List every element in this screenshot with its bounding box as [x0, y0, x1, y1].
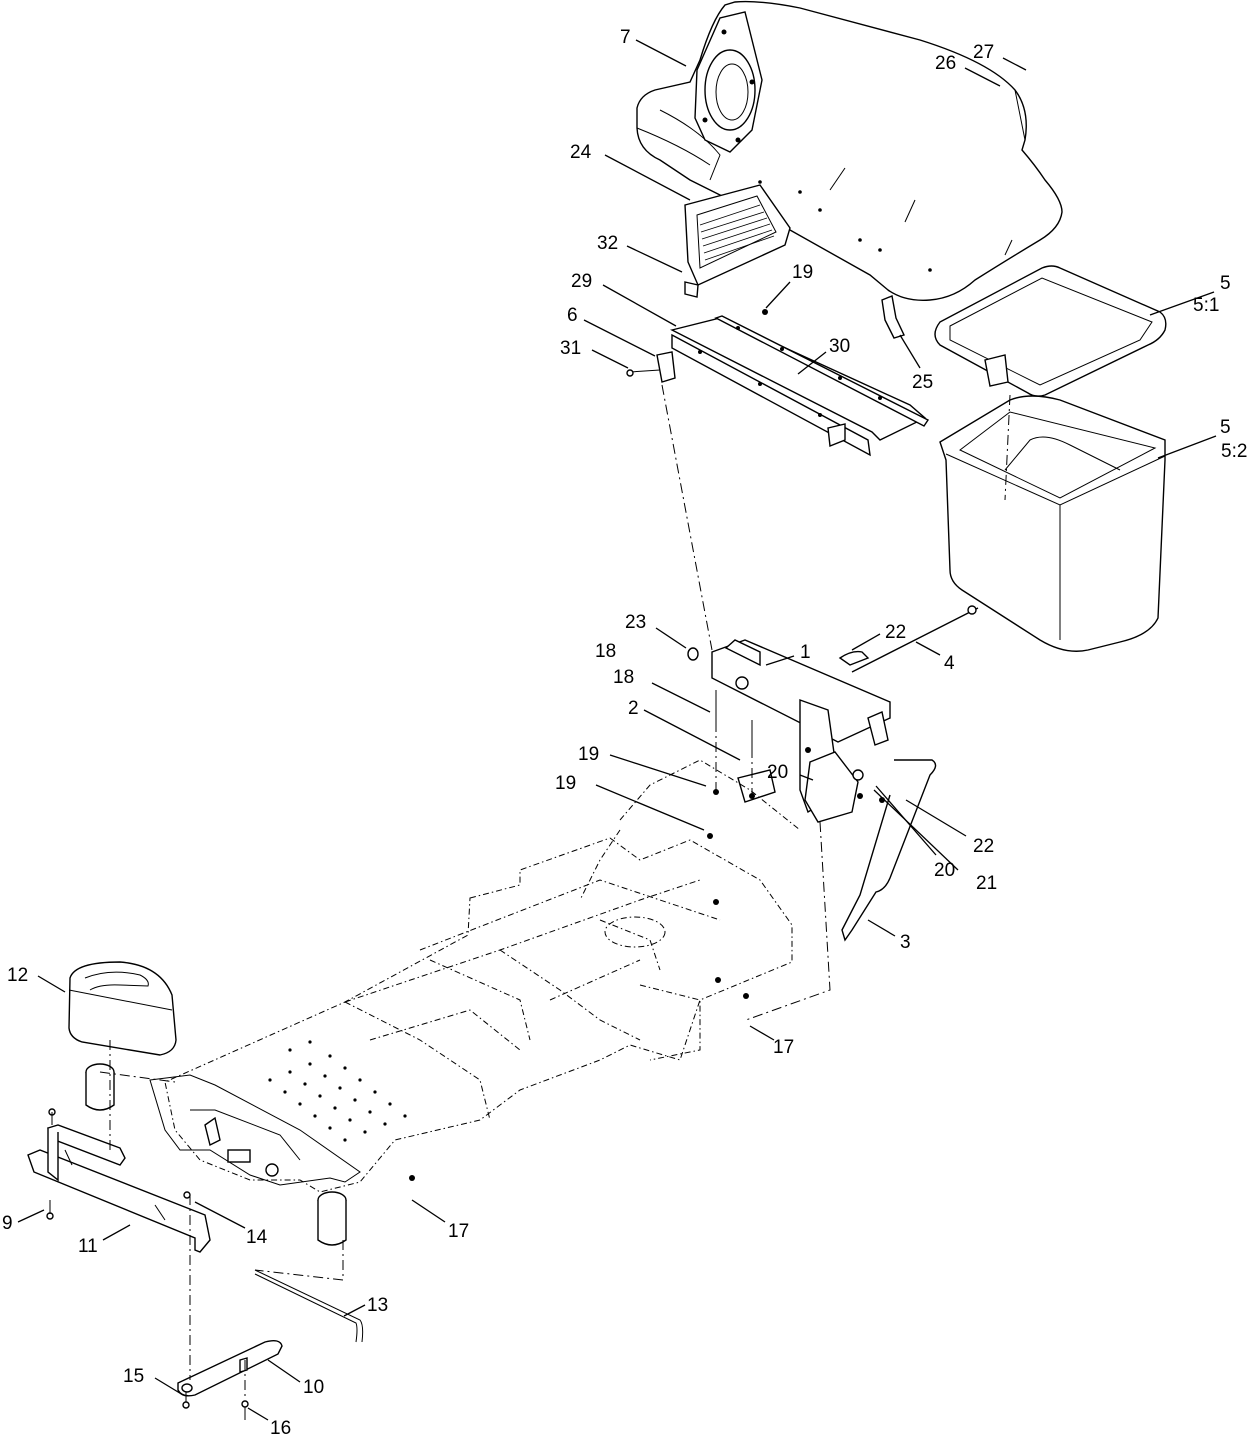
- callout-6: 6: [567, 305, 578, 326]
- callout-4: 4: [944, 653, 955, 674]
- callout-30: 30: [829, 336, 850, 357]
- callout-11: 11: [78, 1236, 98, 1257]
- callout-5-1: 5:1: [1193, 295, 1219, 316]
- callout-2: 2: [628, 698, 639, 719]
- bag-part: [939, 395, 1166, 652]
- callout-24: 24: [570, 142, 592, 163]
- callout-29: 29: [571, 271, 592, 292]
- hood-cover-part: [636, 0, 1063, 301]
- callout-27: 27: [973, 42, 994, 63]
- screen-part: [684, 184, 791, 298]
- callout-5-2: 5:2: [1221, 441, 1247, 462]
- callout-23: 23: [625, 612, 646, 633]
- callout-21: 21: [976, 873, 997, 894]
- hitch-bracket-part: [711, 605, 979, 942]
- callout-10: 10: [303, 1377, 324, 1398]
- bag-frame-part: [934, 265, 1167, 397]
- callout-17-left: 17: [448, 1221, 469, 1242]
- callout-15: 15: [123, 1366, 144, 1387]
- callout-22-lower: 22: [973, 836, 994, 857]
- callout-32: 32: [597, 233, 618, 254]
- assembly-lines: [99, 384, 1011, 1400]
- callout-18-upper: 18: [595, 641, 616, 662]
- mount-bracket-part: [626, 309, 930, 457]
- callout-31: 31: [560, 338, 581, 359]
- callout-25: 25: [912, 372, 933, 393]
- hardware-items: [409, 647, 885, 1181]
- callout-22-upper: 22: [885, 622, 906, 643]
- leader-lines: [17, 39, 1217, 1421]
- callout-20-lower: 20: [934, 860, 955, 881]
- rod-part: [254, 1269, 364, 1343]
- callout-3: 3: [900, 932, 911, 953]
- callout-labels: 7 27 26 24 32 19 29 6 30 31 25 5 5:1 5 5…: [2, 27, 1247, 1439]
- callout-14: 14: [246, 1227, 268, 1248]
- callout-9: 9: [2, 1213, 13, 1234]
- callout-7: 7: [620, 27, 631, 48]
- callout-1: 1: [800, 642, 811, 663]
- mower-frame-phantom: [149, 759, 801, 1193]
- latch-part: [881, 295, 905, 339]
- link-part: [177, 1339, 283, 1420]
- deck-holes: [268, 1040, 407, 1142]
- caster-mounts: [85, 1063, 347, 1246]
- weight-bracket-part: [27, 1108, 211, 1253]
- weight-part: [68, 961, 177, 1056]
- callout-17-right: 17: [773, 1037, 794, 1058]
- callout-19: 19: [792, 262, 813, 283]
- callout-16: 16: [270, 1418, 291, 1439]
- callout-19-mid: 19: [578, 744, 599, 765]
- callout-5-frame: 5: [1220, 273, 1231, 294]
- callout-26: 26: [935, 53, 956, 74]
- callout-13: 13: [367, 1295, 388, 1316]
- callout-12: 12: [7, 965, 28, 986]
- callout-19-lower: 19: [555, 773, 576, 794]
- callout-5-bag: 5: [1220, 417, 1231, 438]
- callout-18-lower: 18: [613, 667, 634, 688]
- callout-20-upper: 20: [767, 762, 788, 783]
